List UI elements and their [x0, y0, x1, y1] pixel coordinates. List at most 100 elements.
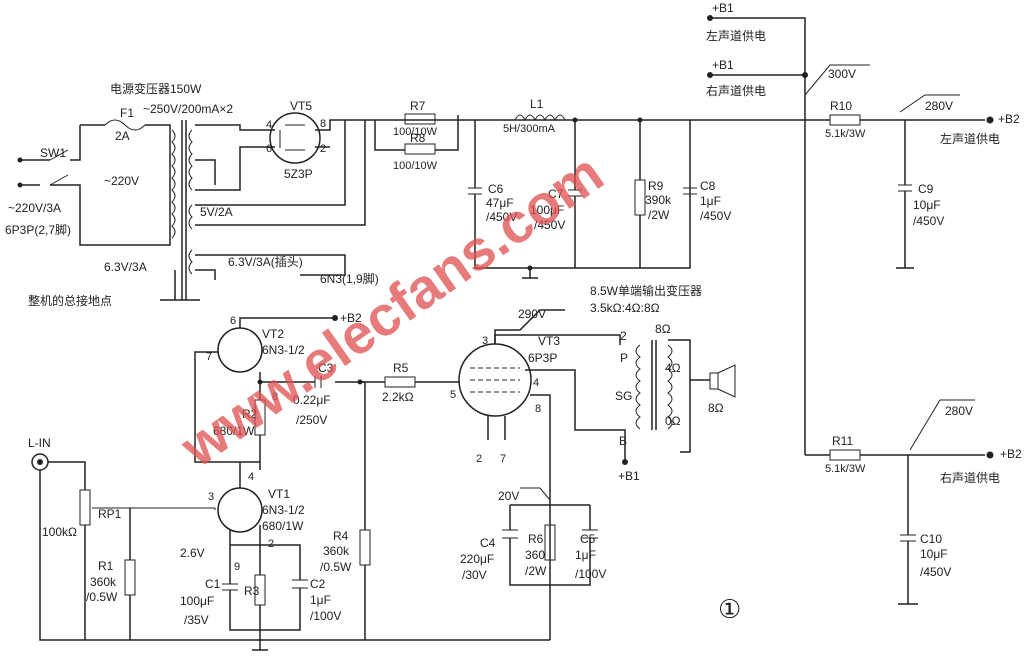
r4-value2: /0.5W [320, 560, 352, 574]
vt2-grid-wire [194, 351, 260, 463]
c10-value2: /450V [920, 565, 951, 579]
vt1-pin9: 9 [234, 561, 240, 573]
r9-resistor [634, 179, 646, 216]
hv-rail [345, 115, 459, 121]
sw1-blade-bottom [49, 174, 69, 186]
c10-cap [900, 534, 916, 542]
lin-label: L-IN [28, 436, 51, 450]
b2-left-label: +B2 [998, 112, 1020, 126]
vt2-p7: 7 [206, 351, 212, 363]
transformer-core [181, 120, 187, 300]
vt2-p6: 6 [230, 315, 236, 327]
primary-winding [171, 129, 176, 239]
right-supply-label: 右声道供电 [706, 83, 766, 98]
vt1-label: VT1 [268, 487, 290, 501]
vt1-r: 680/1W [262, 519, 304, 533]
c1-label: C1 [205, 577, 221, 591]
r10-resistor [829, 114, 861, 126]
fil63-wire2 [195, 269, 216, 280]
r5-resistor [384, 376, 416, 388]
r2-value: 680/1W [213, 424, 255, 438]
c8-cap [683, 187, 697, 195]
speaker-body [709, 372, 719, 390]
vt3-p2: 2 [476, 453, 482, 465]
tube6p3p-label: 6P3P(2,7脚) [5, 222, 71, 237]
sw1-top [20, 125, 81, 161]
main-ground [160, 270, 200, 301]
secondary-label: ~250V/200mA×2 [143, 102, 233, 116]
vt5-label: VT5 [290, 99, 312, 113]
r3-resistor [254, 574, 266, 606]
hv-winding [188, 129, 193, 191]
c5-value2: /100V [575, 567, 606, 581]
fil5v-wire [195, 120, 366, 226]
mains-label: ~220V/3A [8, 201, 61, 215]
vt1-p2: 2 [268, 538, 274, 550]
r9-value2: /2W [648, 208, 670, 222]
ground-return [39, 470, 550, 641]
ground-label: 整机的总接地点 [28, 293, 112, 308]
vt3-grids [470, 367, 520, 393]
sw1-bottom [20, 184, 160, 246]
c6-value2: /450V [486, 210, 517, 224]
vt3-cathode-network [509, 504, 591, 586]
c6-value1: 47μF [486, 196, 514, 210]
h63-left-label: 6.3V/3A [104, 260, 147, 274]
c7-value1: 100μF [530, 203, 564, 217]
c5-cap [582, 529, 598, 539]
c9-cap [898, 184, 912, 192]
vt3-sg-wire [525, 369, 626, 460]
sw1-label: SW1 [40, 146, 66, 160]
c9-value2: /450V [913, 214, 944, 228]
b1-top-label: +B1 [712, 1, 734, 15]
l1-value: 5H/300mA [503, 123, 556, 135]
b2-right-terminal [986, 451, 994, 459]
r5-value: 2.2kΩ [382, 390, 414, 404]
rp1-pot [79, 489, 91, 526]
ot-primary [635, 344, 641, 430]
vt3-p8: 8 [535, 403, 541, 415]
vt2-p8: 8 [272, 391, 278, 403]
f1-label: F1 [120, 106, 134, 120]
c7-value2: /450V [534, 218, 565, 232]
figure-number: ① [718, 595, 741, 625]
r3-label: R3 [244, 584, 260, 598]
vt1-model: 6N3-1/2 [262, 503, 305, 517]
v280-right: 280V [945, 404, 973, 418]
sw1-blade-top [49, 149, 69, 161]
c6-label: C6 [488, 182, 504, 196]
vt3-label: VT3 [538, 334, 560, 348]
c4-value1: 220μF [460, 552, 494, 566]
hv-ct [195, 159, 216, 185]
rp1-wiper [92, 507, 216, 510]
r10-label: R10 [830, 99, 852, 113]
vt2-label: VT2 [262, 327, 284, 341]
vt5-model: 5Z3P [284, 167, 313, 181]
l1-label: L1 [530, 97, 544, 111]
rp1-value: 100kΩ [42, 525, 77, 539]
rp1-label: RP1 [98, 507, 122, 521]
c1-value1: 100μF [180, 594, 214, 608]
r6-value1: 360 [525, 548, 545, 562]
vt2-tube [217, 327, 263, 373]
v5-label: 5V/2A [200, 205, 233, 219]
c3-value1: 0.22μF [293, 393, 331, 407]
vt2-model: 6N3-1/2 [262, 343, 305, 357]
r4-resistor [359, 529, 371, 566]
c10-value1: 10μF [920, 547, 948, 561]
v300-label: 300V [828, 67, 856, 81]
v280-right-leader [909, 399, 975, 451]
fil63-winding [188, 249, 193, 275]
c9-label: C9 [918, 182, 934, 196]
out-tf-label: 8.5W单端输出变压器 [590, 283, 702, 298]
c3-value2: /250V [296, 413, 327, 427]
r11-resistor [829, 449, 861, 461]
vt3-p3: 3 [482, 335, 488, 347]
f1-fuse [104, 119, 146, 131]
c3-cap [314, 376, 322, 388]
hv-to-vt5-b [195, 146, 275, 191]
r8-label: R8 [410, 131, 426, 145]
v290-label: 290V [518, 307, 546, 321]
vt5-output [315, 119, 345, 148]
c9-branch [896, 120, 914, 269]
